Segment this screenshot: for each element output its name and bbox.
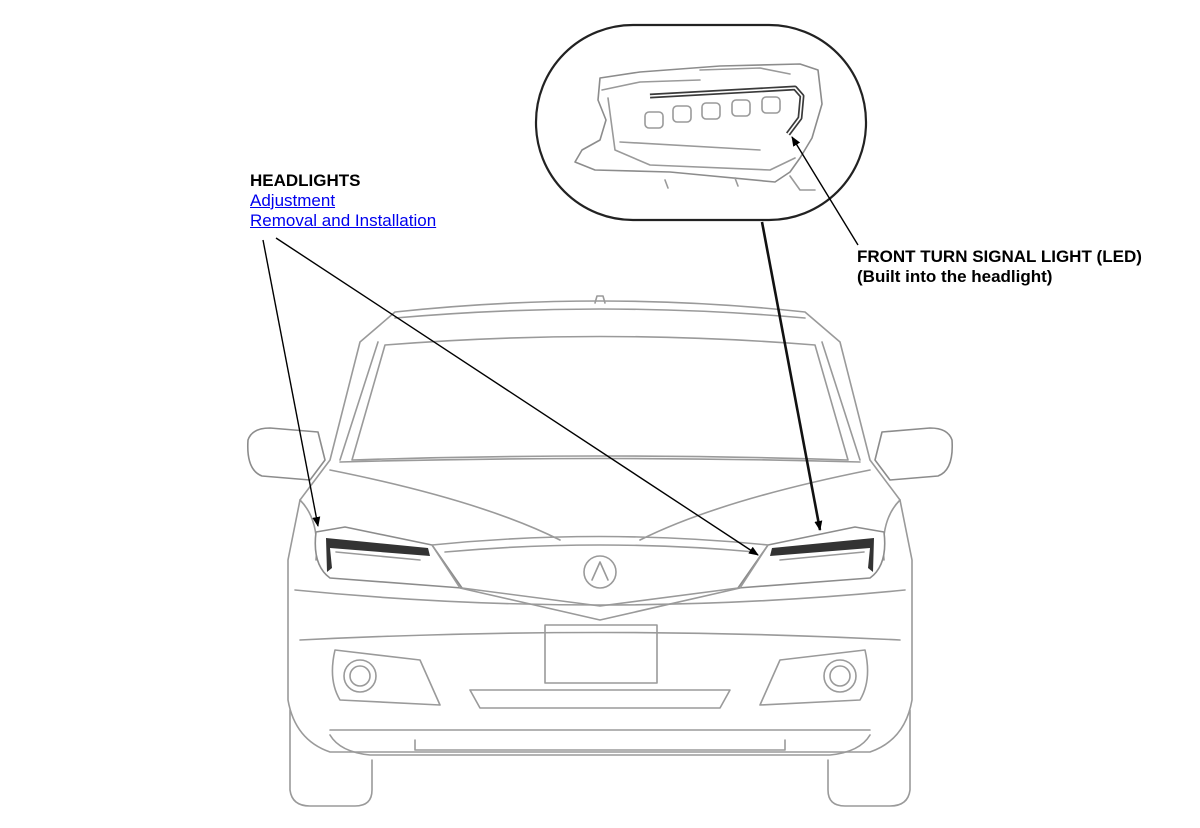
- emblem: [583, 555, 617, 589]
- front-grille: [431, 535, 769, 621]
- headlights-label-block: HEADLIGHTS Adjustment Removal and Instal…: [250, 171, 436, 231]
- license-plate: [544, 624, 658, 684]
- turn-signal-title: FRONT TURN SIGNAL LIGHT (LED): [857, 247, 1142, 266]
- turn-signal-note: (Built into the headlight): [857, 267, 1053, 286]
- left-mirror: [246, 427, 326, 481]
- headlights-title: HEADLIGHTS: [250, 171, 361, 190]
- zoomed-headlight-unit: [574, 63, 823, 191]
- turn-signal-leader: [791, 136, 859, 246]
- adjustment-link[interactable]: Adjustment: [250, 191, 336, 210]
- right-mirror: [874, 427, 954, 481]
- headlights-leader-left: [262, 239, 321, 527]
- headlights-leader-right: [275, 237, 759, 556]
- left-headlight: [314, 526, 463, 589]
- right-wheel: [827, 709, 911, 807]
- leader-lines: [262, 136, 859, 556]
- removal-installation-link[interactable]: Removal and Installation: [250, 211, 437, 230]
- right-fog-light: [759, 649, 869, 706]
- turn-signal-label-block: FRONT TURN SIGNAL LIGHT (LED) (Built int…: [857, 247, 1142, 287]
- car-front-view: [246, 295, 954, 807]
- left-fog-light: [331, 649, 441, 706]
- callout-to-headlight-line: [760, 221, 823, 531]
- zoom-callout: [534, 23, 868, 222]
- left-wheel: [289, 709, 373, 807]
